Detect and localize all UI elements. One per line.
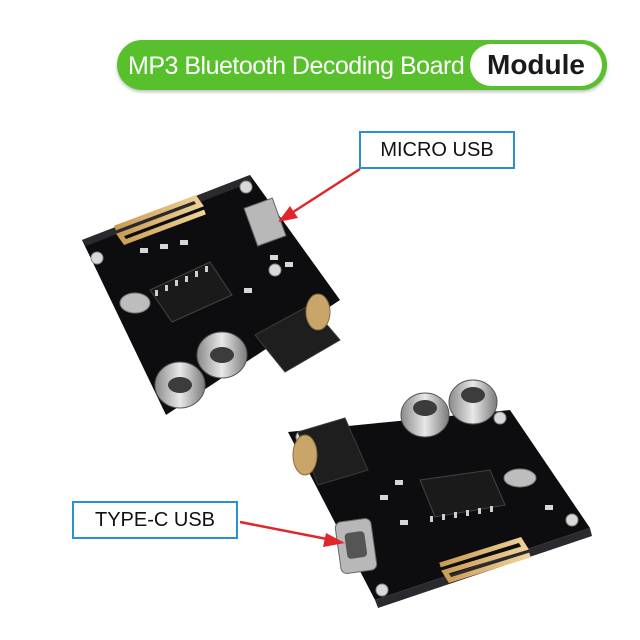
- micro-usb-arrow: [278, 167, 361, 222]
- micro-usb-board: [82, 175, 341, 415]
- module-badge: [470, 44, 602, 86]
- micro-usb-callout: MICRO USB: [359, 131, 515, 169]
- module-badge-label: Module: [487, 49, 585, 80]
- type-c-arrow: [239, 520, 345, 547]
- type-c-board: [288, 379, 592, 608]
- banner-title: MP3 Bluetooth Decoding Board: [128, 52, 465, 80]
- type-c-usb-callout: TYPE-C USB: [72, 501, 238, 539]
